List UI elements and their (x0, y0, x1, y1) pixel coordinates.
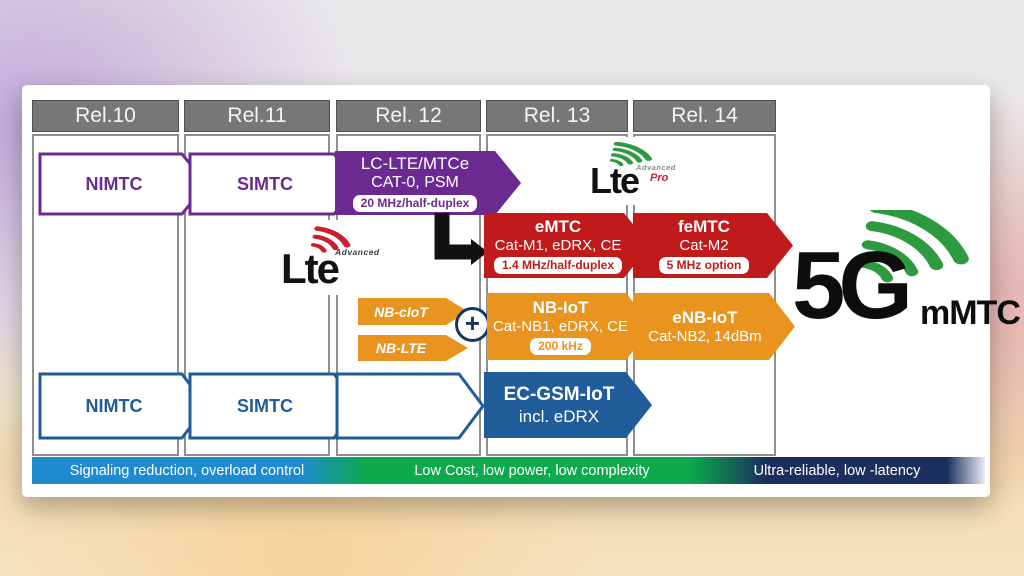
arrow-title: feMTC (678, 216, 730, 236)
arrow-badge: 20 MHz/half-duplex (352, 195, 478, 213)
lte-pro-text: Pro (650, 172, 669, 184)
arrow-nb-lte: NB-LTE (358, 335, 468, 361)
arrow-nimtc-bottom: NIMTC (38, 372, 208, 440)
merge-plus-icon: + (455, 307, 490, 342)
arrow-subtitle: Cat-M1, eDRX, CE (494, 237, 622, 255)
column-label: Rel. 14 (671, 104, 738, 127)
lte-brand-text: Lte (281, 245, 340, 292)
lte-advanced-logo: Lte Advanced (277, 220, 402, 295)
five-g-mmtc-logo: 5G mMTC (792, 210, 1021, 350)
five-g-waves-icon (858, 210, 969, 283)
arrow-label: SIMTC (237, 395, 293, 416)
lte-brand-text: Lte (590, 160, 640, 201)
lte-advanced-text: Advanced (636, 163, 676, 172)
column-label: Rel. 13 (523, 104, 591, 127)
arrow-ec-gsm-iot: EC-GSM-IoT incl. eDRX (484, 372, 652, 438)
arrow-nb-ciot: NB-cIoT (358, 298, 468, 325)
column-label: Rel.10 (75, 104, 136, 127)
arrow-title: eMTC (534, 216, 582, 236)
lte-advanced-text: Advanced (335, 247, 380, 257)
arrow-subtitle: CAT-0, PSM (371, 174, 459, 192)
arrow-subtitle: Cat-M2 (679, 237, 729, 255)
lte-advanced-pro-waves-icon (610, 141, 653, 167)
arrow-label: NB-cIoT (374, 303, 428, 320)
arrow-badge: 1.4 MHz/half-duplex (493, 257, 622, 275)
column-label: Rel.11 (227, 104, 287, 127)
column-header-rel14: Rel. 14 (633, 100, 776, 132)
arrow-nb-iot: NB-IoT Cat-NB1, eDRX, CE 200 kHz (487, 293, 652, 360)
footer-segment-signaling: Signaling reduction, overload control (69, 462, 305, 479)
arrow-empty-rel12 (335, 372, 485, 440)
arrow-badge: 200 kHz (530, 338, 591, 356)
five-g-brand-text: 5G (792, 232, 913, 339)
arrow-label: NIMTC (85, 173, 143, 194)
arrow-title: eNB-IoT (672, 307, 738, 327)
arrow-label: SIMTC (237, 173, 293, 194)
lte-advanced-pro-logo: Lte Advanced Pro (582, 137, 717, 205)
column-header-rel10: Rel.10 (32, 100, 179, 132)
arrow-label: NIMTC (85, 395, 143, 416)
arrow-badge: 5 MHz option (658, 257, 750, 275)
arrow-subtitle: Cat-NB1, eDRX, CE (492, 318, 629, 336)
mmtc-text: mMTC (920, 294, 1021, 332)
column-header-rel13: Rel. 13 (486, 100, 628, 132)
arrow-subtitle: Cat-NB2, 14dBm (648, 328, 762, 346)
footer-bar: Signaling reduction, overload control Lo… (32, 457, 985, 484)
lte-advanced-waves-icon (311, 226, 351, 253)
arrow-subtitle: incl. eDRX (518, 406, 600, 426)
arrow-title: NB-IoT (532, 297, 589, 317)
column-label: Rel. 12 (375, 104, 442, 127)
arrow-nimtc-top: NIMTC (38, 152, 208, 216)
arrow-title: EC-GSM-IoT (503, 383, 615, 405)
column-header-rel12: Rel. 12 (336, 100, 481, 132)
plus-glyph: + (464, 308, 481, 338)
arrow-label: NB-LTE (375, 340, 427, 356)
arrow-emtc: eMTC Cat-M1, eDRX, CE 1.4 MHz/half-duple… (484, 213, 650, 278)
arrow-enb-iot: eNB-IoT Cat-NB2, 14dBm (633, 293, 795, 360)
roadmap-slide: Rel.10 Rel.11 Rel. 12 Rel. 13 Rel. 14 NI… (22, 85, 1021, 497)
arrow-lc-lte-mtce: LC-LTE/MTCe CAT-0, PSM 20 MHz/half-duple… (335, 151, 521, 215)
arrow-femtc: feMTC Cat-M2 5 MHz option (633, 213, 793, 278)
elbow-connector-arrow (427, 210, 497, 272)
footer-segment-lowcost: Low Cost, low power, low complexity (414, 462, 650, 479)
column-header-rel11: Rel.11 (184, 100, 330, 132)
arrow-title: LC-LTE/MTCe (360, 153, 470, 173)
footer-segment-ultrareliable: Ultra-reliable, low -latency (753, 462, 921, 479)
